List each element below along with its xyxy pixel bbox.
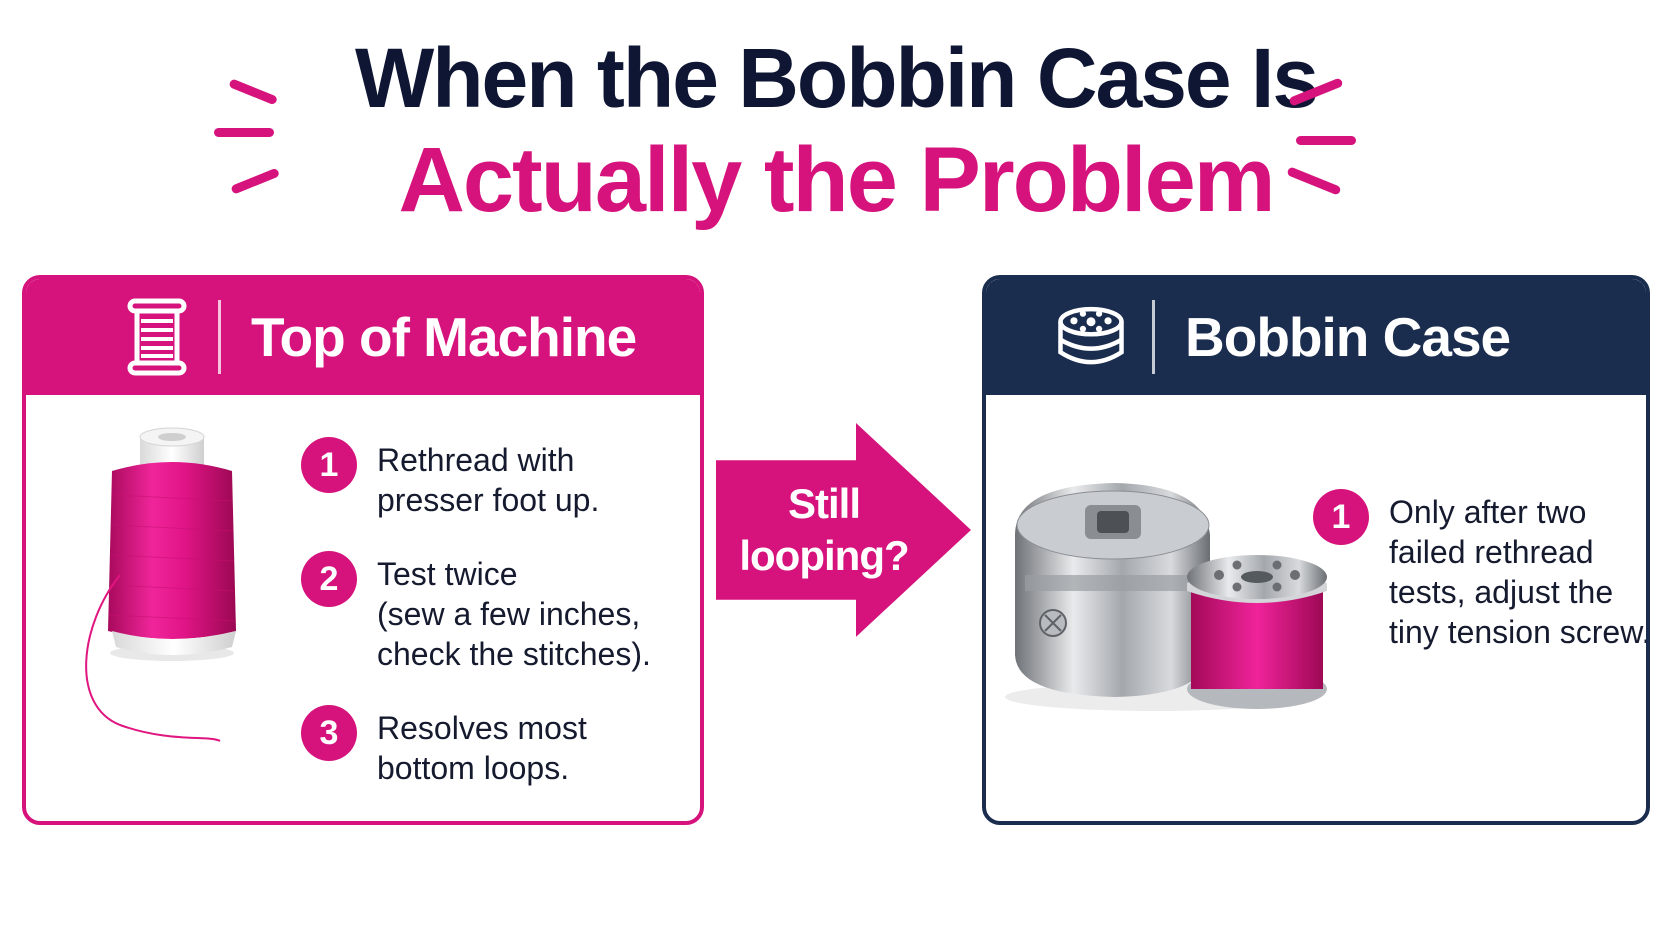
thread-spool-icon: [122, 298, 192, 376]
step-text-line: bottom loops.: [377, 750, 570, 786]
arrow-label-line: looping?: [739, 532, 909, 579]
pink-thread-spool-image: [85, 427, 237, 742]
top-of-machine-title: Top of Machine: [251, 306, 637, 368]
step-text-line: presser foot up.: [377, 482, 600, 518]
arrow-label-line: Still: [787, 480, 861, 527]
step-text-line: Only after two: [1389, 494, 1587, 530]
metal-bobbin-case-image: [1005, 483, 1327, 711]
step-number-badge: 1: [301, 437, 357, 493]
step-text-line: tests, adjust the: [1389, 574, 1614, 610]
list-item: 3 Resolves most bottom loops.: [301, 705, 691, 788]
title-line-1: When the Bobbin Case Is: [354, 31, 1319, 125]
step-text-line: Test twice: [377, 556, 518, 592]
list-item: 1 Only after two failed rethread tests, …: [1313, 489, 1646, 652]
bobbin-case-title: Bobbin Case: [1185, 306, 1511, 368]
step-text-line: check the stitches).: [377, 636, 651, 672]
step-text: Resolves most bottom loops.: [377, 705, 587, 788]
step-text: Only after two failed rethread tests, ad…: [1389, 489, 1650, 652]
list-item: 1 Rethread with presser foot up.: [301, 437, 691, 520]
list-item: 2 Test twice (sew a few inches, check th…: [301, 551, 691, 674]
step-text-line: Rethread with: [377, 442, 575, 478]
step-text: Test twice (sew a few inches, check the …: [377, 551, 651, 674]
step-text: Rethread with presser foot up.: [377, 437, 599, 520]
header-divider: [218, 300, 221, 374]
bobbin-icon: [1056, 302, 1126, 372]
header-divider: [1152, 300, 1155, 374]
top-of-machine-header: Top of Machine: [26, 279, 700, 395]
step-number-badge: 2: [301, 551, 357, 607]
top-of-machine-steps: 1 Rethread with presser foot up. 2 Test …: [301, 437, 691, 819]
step-number-badge: 3: [301, 705, 357, 761]
bobbin-case-steps: 1 Only after two failed rethread tests, …: [1313, 489, 1646, 683]
step-text-line: tiny tension screw.: [1389, 614, 1650, 650]
step-text-line: Resolves most: [377, 710, 587, 746]
step-text-line: (sew a few inches,: [377, 596, 641, 632]
still-looping-label: Still looping?: [734, 478, 914, 582]
still-looping-arrow: [716, 423, 971, 637]
step-number-badge: 1: [1313, 489, 1369, 545]
step-text-line: failed rethread: [1389, 534, 1594, 570]
title-line-2: Actually the Problem: [398, 129, 1275, 231]
bobbin-case-header: Bobbin Case: [986, 279, 1646, 395]
